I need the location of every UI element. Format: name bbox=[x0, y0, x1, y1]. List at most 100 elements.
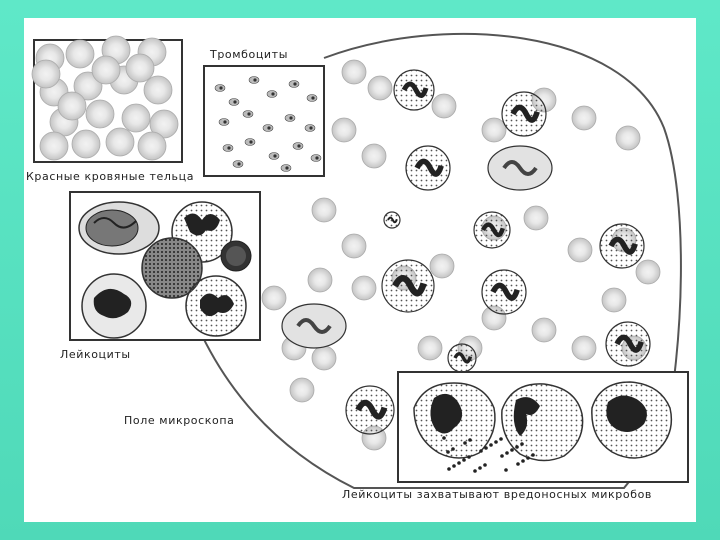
microbe-icon bbox=[467, 455, 471, 459]
leukocyte-icon bbox=[606, 322, 650, 366]
microbe-icon bbox=[516, 462, 520, 466]
red-blood-cell-icon bbox=[368, 76, 392, 100]
microbe-icon bbox=[520, 442, 524, 446]
microbe-icon bbox=[515, 445, 519, 449]
microbe-icon bbox=[457, 461, 461, 465]
red-blood-cell-icon bbox=[418, 336, 442, 360]
platelet-icon bbox=[307, 95, 317, 102]
microbe-icon bbox=[478, 466, 482, 470]
red-blood-cell-icon bbox=[138, 132, 166, 160]
leukocyte-icon bbox=[346, 386, 394, 434]
red-blood-cell-icon bbox=[86, 100, 114, 128]
red-blood-cell-icon bbox=[432, 94, 456, 118]
red-blood-cell-icon bbox=[524, 206, 548, 230]
red-blood-cell-icon bbox=[636, 260, 660, 284]
leukocyte-icon bbox=[482, 270, 526, 314]
red-blood-cell-icon bbox=[144, 76, 172, 104]
red-blood-cell-icon bbox=[482, 118, 506, 142]
platelet-icon bbox=[249, 77, 259, 84]
microbe-icon bbox=[463, 441, 467, 445]
leukocyte-icon bbox=[502, 92, 546, 136]
leukocyte-icon bbox=[488, 146, 552, 190]
red-blood-cell-icon bbox=[602, 288, 626, 312]
microbe-icon bbox=[451, 447, 455, 451]
platelet-icon bbox=[243, 111, 253, 118]
microbe-icon bbox=[505, 451, 509, 455]
phagocytosis-label: Лейкоциты захватывают вредоносных микроб… bbox=[342, 488, 652, 501]
leukocyte-icon bbox=[384, 212, 400, 228]
red-blood-cell-icon bbox=[362, 144, 386, 168]
red-blood-cell-icon bbox=[568, 238, 592, 262]
platelet-icon bbox=[263, 125, 273, 132]
platelet-icon bbox=[293, 143, 303, 150]
red-blood-cell-icon bbox=[342, 60, 366, 84]
slide-panel: Тромбоциты Красные кровяные тельца Лейко… bbox=[24, 18, 696, 522]
blood-cells-diagram bbox=[24, 18, 696, 522]
microbe-icon bbox=[479, 449, 483, 453]
red-blood-cell-icon bbox=[572, 106, 596, 130]
microbe-icon bbox=[489, 443, 493, 447]
red-cells-label: Красные кровяные тельца bbox=[26, 170, 194, 183]
red-blood-cell-icon bbox=[66, 40, 94, 68]
microbe-icon bbox=[504, 468, 508, 472]
platelet-icon bbox=[229, 99, 239, 106]
platelet-icon bbox=[269, 153, 279, 160]
leukocyte-icon bbox=[394, 70, 434, 110]
red-blood-cell-icon bbox=[312, 198, 336, 222]
red-blood-cell-icon bbox=[58, 92, 86, 120]
microbe-icon bbox=[452, 464, 456, 468]
microbe-icon bbox=[510, 448, 514, 452]
leukocyte-icon bbox=[448, 344, 476, 372]
leukocyte-icon bbox=[406, 146, 450, 190]
red-blood-cell-icon bbox=[312, 346, 336, 370]
platelet-icon bbox=[305, 125, 315, 132]
leukocyte-icon bbox=[502, 384, 583, 461]
leukocyte-icon bbox=[600, 224, 644, 268]
red-blood-cell-icon bbox=[290, 378, 314, 402]
microbe-icon bbox=[446, 450, 450, 454]
microbe-icon bbox=[484, 446, 488, 450]
microbe-icon bbox=[468, 438, 472, 442]
leukocyte-icon bbox=[282, 304, 346, 348]
red-blood-cell-icon bbox=[92, 56, 120, 84]
leukocytes-label: Лейкоциты bbox=[60, 348, 131, 361]
microbe-icon bbox=[447, 467, 451, 471]
microscope-field-label: Поле микроскопа bbox=[124, 414, 234, 427]
platelet-icon bbox=[245, 139, 255, 146]
red-blood-cell-icon bbox=[126, 54, 154, 82]
microbe-icon bbox=[462, 458, 466, 462]
platelet-icon bbox=[311, 155, 321, 162]
platelet-icon bbox=[233, 161, 243, 168]
red-blood-cell-icon bbox=[616, 126, 640, 150]
microbe-icon bbox=[499, 437, 503, 441]
leukocyte-icon bbox=[474, 212, 510, 248]
platelet-icon bbox=[281, 165, 291, 172]
platelets-label: Тромбоциты bbox=[210, 48, 288, 61]
red-blood-cell-icon bbox=[262, 286, 286, 310]
platelet-icon bbox=[215, 85, 225, 92]
red-blood-cell-icon bbox=[352, 276, 376, 300]
red-blood-cell-icon bbox=[342, 234, 366, 258]
microbe-icon bbox=[531, 453, 535, 457]
red-blood-cell-icon bbox=[72, 130, 100, 158]
platelet-icon bbox=[285, 115, 295, 122]
red-blood-cell-icon bbox=[122, 104, 150, 132]
platelet-icon bbox=[223, 145, 233, 152]
red-blood-cell-icon bbox=[430, 254, 454, 278]
red-blood-cell-icon bbox=[106, 128, 134, 156]
microbe-icon bbox=[500, 454, 504, 458]
microbe-icon bbox=[494, 440, 498, 444]
red-blood-cell-icon bbox=[40, 132, 68, 160]
platelet-icon bbox=[289, 81, 299, 88]
platelet-icon bbox=[267, 91, 277, 98]
microbe-icon bbox=[473, 469, 477, 473]
red-blood-cell-icon bbox=[308, 268, 332, 292]
microbe-icon bbox=[521, 459, 525, 463]
red-blood-cell-icon bbox=[572, 336, 596, 360]
leukocyte-icon bbox=[382, 260, 434, 312]
microbe-icon bbox=[483, 463, 487, 467]
red-blood-cell-icon bbox=[32, 60, 60, 88]
platelet-icon bbox=[219, 119, 229, 126]
microbe-icon bbox=[442, 436, 446, 440]
microbe-icon bbox=[526, 456, 530, 460]
